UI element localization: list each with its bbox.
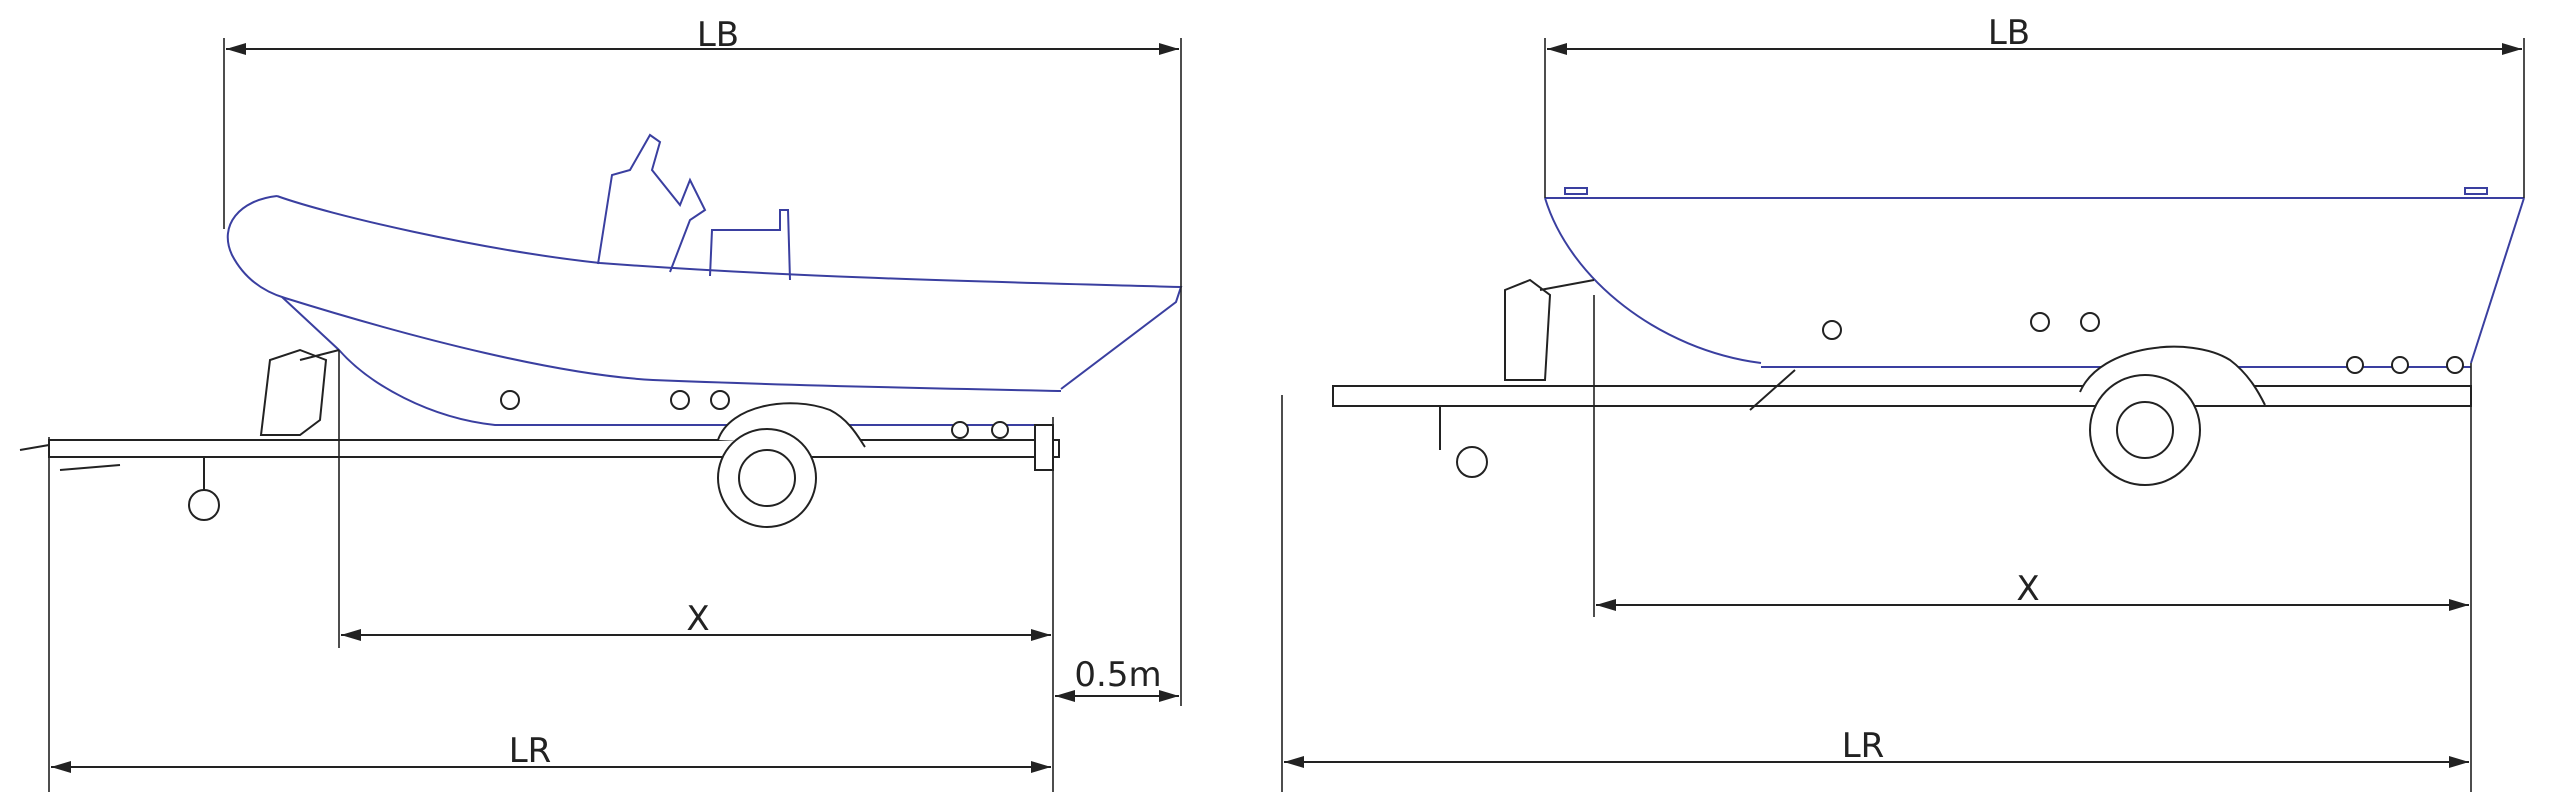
- left-diagram-rib-boat: LB X 0.5m LR: [19, 15, 1183, 792]
- rib-boat-outline: [226, 133, 1183, 426]
- dimension-lr: LR: [48, 437, 1051, 792]
- label-x: X: [686, 599, 709, 639]
- dimension-lr: LR: [1281, 395, 2469, 792]
- label-lr: LR: [1842, 726, 1885, 766]
- label-lr: LR: [509, 731, 552, 771]
- label-x: X: [2016, 569, 2039, 609]
- jockey-wheel-icon: [188, 489, 220, 521]
- dimension-lb: LB: [1544, 13, 2525, 198]
- label-lb: LB: [1988, 13, 2030, 53]
- dimension-x: X: [1593, 295, 2472, 792]
- label-lb: LB: [697, 15, 739, 55]
- label-overhang: 0.5m: [1074, 655, 1161, 695]
- jockey-wheel-icon: [1456, 446, 1488, 478]
- dimension-x: X: [338, 350, 1054, 792]
- dimension-lb: LB: [223, 15, 1182, 706]
- hull-outline: [1544, 187, 2525, 368]
- right-diagram-hull-boat: LB X LR: [1281, 13, 2525, 792]
- trailer: [1332, 278, 2472, 486]
- dimension-overhang: 0.5m: [1055, 655, 1179, 702]
- trailer: [19, 348, 1060, 528]
